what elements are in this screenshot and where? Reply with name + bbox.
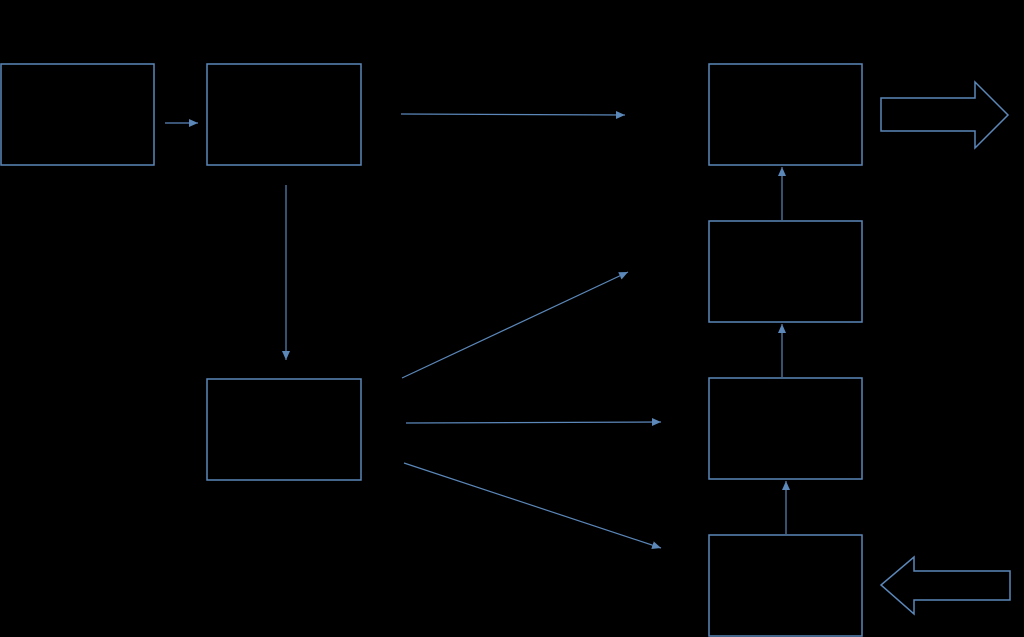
box-input-top-left <box>0 63 155 166</box>
box-right-upper-middle <box>708 220 863 323</box>
box-right-lower-middle <box>708 377 863 480</box>
arrow-box3-diagonal-down <box>403 462 662 549</box>
box-stage-two <box>206 63 362 166</box>
box-right-bottom <box>708 534 863 637</box>
box-right-top <box>708 63 863 166</box>
arrow-box2-to-right-top <box>400 110 626 119</box>
output-block-arrow <box>880 80 1010 150</box>
box-stage-three <box>206 378 362 481</box>
input-block-arrow <box>879 555 1011 616</box>
arrow-box3-horizontal <box>405 418 662 427</box>
arrow-box3-diagonal-up <box>401 271 629 379</box>
